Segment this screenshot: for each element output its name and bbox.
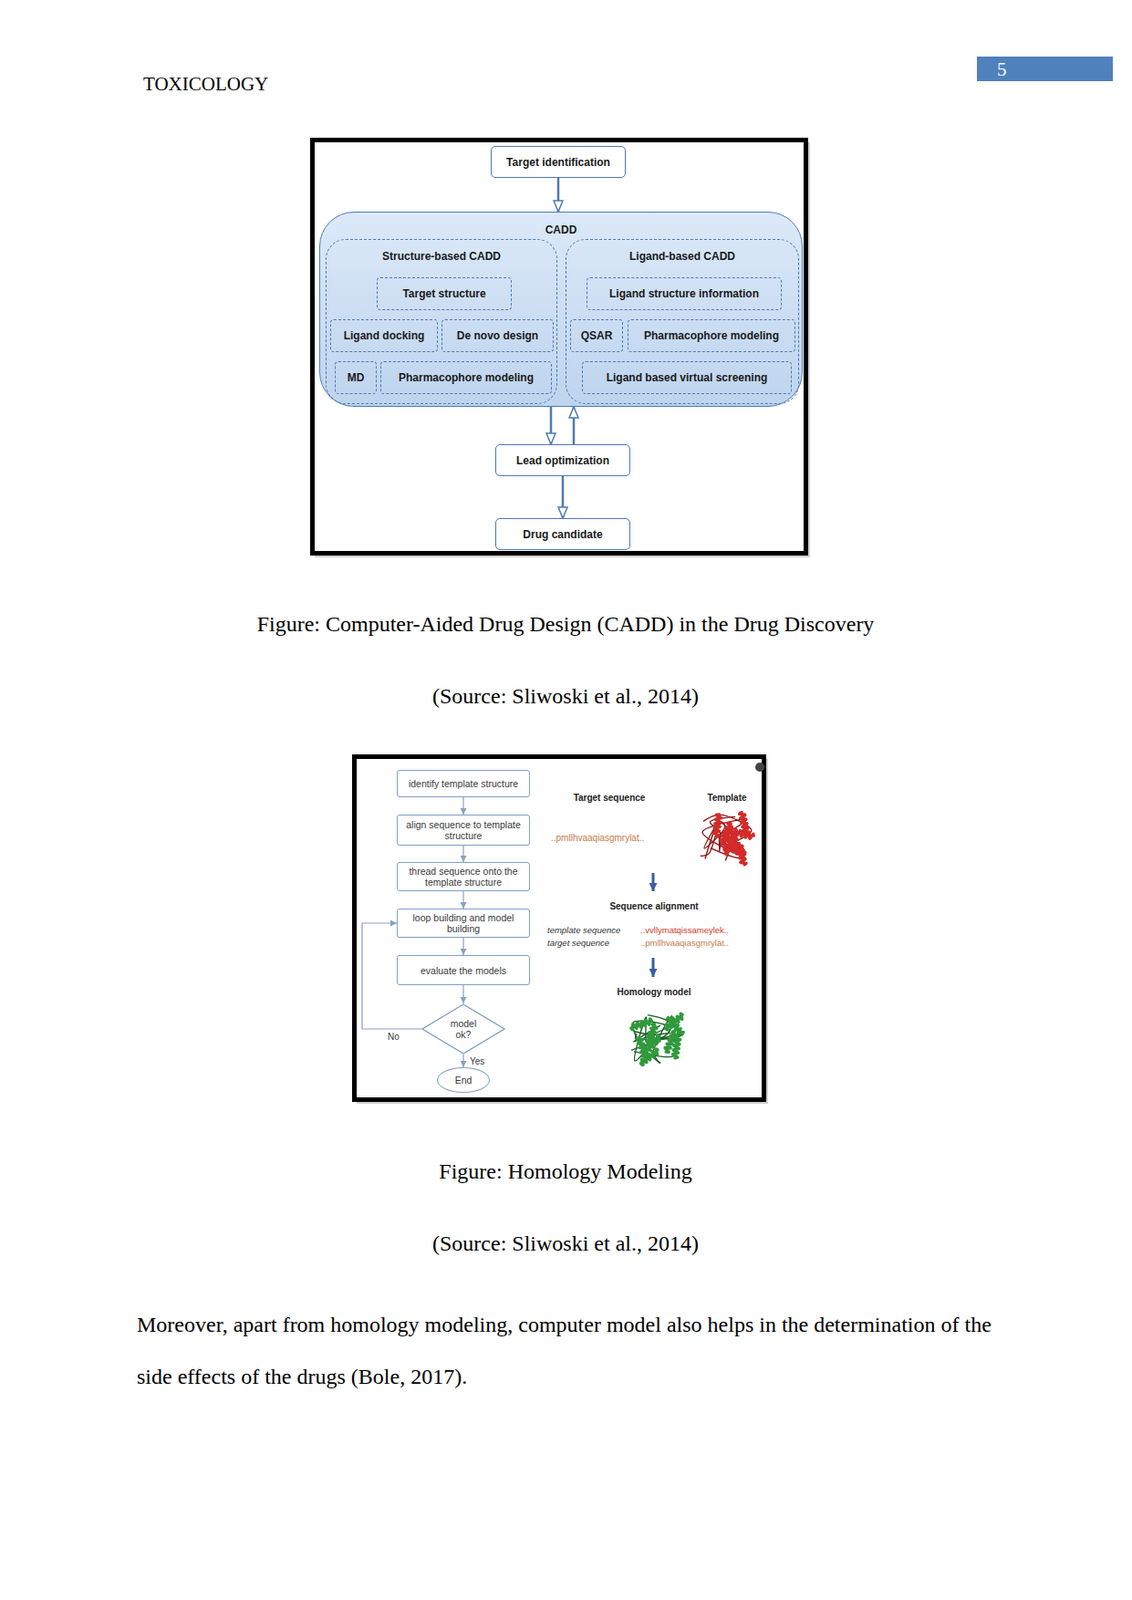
node-text: Ligand structure information (609, 287, 759, 301)
protein-helix (631, 1018, 653, 1030)
step-box: thread sequence onto the template struct… (396, 861, 530, 892)
node-text: De novo design (456, 329, 539, 343)
protein-helix (739, 811, 750, 833)
body-paragraph: Moreover, apart from homology modeling, … (136, 1298, 1002, 1403)
figure-caption: Figure: Homology Modeling (438, 1158, 692, 1185)
method-box: MD (334, 361, 377, 395)
decision-diamond: model ok? (421, 1003, 506, 1055)
edge-label: No (386, 1031, 401, 1042)
protein-helix (672, 1036, 680, 1059)
node-text: End (455, 1074, 473, 1086)
protein-model-image (631, 1013, 685, 1065)
step-box: loop building and model building (396, 908, 530, 938)
method-box: Pharmacophore modeling (380, 361, 552, 395)
node-text: Ligand based virtual screening (606, 371, 769, 385)
node-text: Target structure (402, 287, 486, 301)
panel-label: Homology model (616, 986, 691, 998)
running-header: TOXICOLOGY (143, 72, 269, 96)
group-heading: Ligand-based CADD (566, 249, 799, 263)
page-number: 5 (996, 58, 1008, 82)
protein-helix (713, 814, 721, 837)
panel-label: Sequence alignment (609, 901, 698, 913)
page-number-bar (976, 56, 1113, 82)
sequence-name: target sequence (547, 937, 610, 948)
node-text: Target identification (506, 155, 611, 169)
process-box: Drug candidate (495, 518, 631, 551)
figure-frame (312, 140, 807, 554)
figure-caption: Figure: Computer-Aided Drug Design (CADD… (257, 611, 875, 638)
step-box: evaluate the models (396, 955, 530, 986)
node-text: Pharmacophore modeling (398, 371, 534, 385)
sequence-text: ..vvllymatqissameylek.. (640, 924, 729, 935)
step-connector (462, 985, 464, 1004)
protein-helix (645, 1024, 657, 1046)
method-box: Ligand docking (330, 319, 438, 353)
flow-arrow (561, 476, 565, 519)
node-text: evaluate the models (420, 965, 507, 977)
step-box: align sequence to template structure (396, 814, 530, 846)
protein-template-image (700, 811, 755, 864)
corner-dot (755, 762, 765, 772)
step-connector (462, 1054, 464, 1068)
node-text: model ok? (445, 1017, 482, 1040)
node-text: thread sequence onto the template struct… (403, 865, 524, 888)
method-box: De novo design (441, 319, 554, 353)
edge-label: Yes (468, 1056, 486, 1067)
sequence-name: template sequence (547, 924, 621, 935)
process-box: Target identification (490, 145, 626, 178)
node-text: MD (347, 371, 365, 385)
node-text: identify template structure (408, 778, 519, 790)
node-text: loop building and model building (403, 912, 524, 935)
method-box: Ligand structure information (586, 277, 782, 311)
node-text: Ligand docking (343, 329, 426, 343)
node-text: Drug candidate (522, 528, 603, 541)
protein-helix (666, 1017, 684, 1035)
flow-arrow (572, 406, 576, 445)
step-box: identify template structure (396, 769, 530, 798)
terminal-ellipse: End (436, 1067, 490, 1093)
method-box: Ligand based virtual screening (581, 361, 792, 395)
panel-label: Template (706, 792, 747, 804)
figure-frame (354, 757, 765, 1101)
group-heading: Structure-based CADD (326, 249, 557, 263)
sequence-text: ..pmllhvaaqiasgmrylat.. (640, 937, 729, 948)
panel-label: Target sequence (573, 792, 646, 804)
group-heading: CADD (320, 223, 802, 237)
sequence-text: ..pmllhvaaqiasgmrylat.. (550, 832, 644, 844)
method-group: Structure-based CADD Target structureLiga… (325, 238, 558, 405)
step-connector (462, 797, 464, 815)
method-box: Pharmacophore modeling (627, 319, 796, 353)
node-text: Lead optimization (516, 454, 610, 468)
step-connector (462, 937, 464, 956)
figure-source: (Source: Sliwoski et al., 2014) (432, 683, 699, 710)
flow-arrow (557, 177, 561, 212)
diamond-shape (422, 1004, 505, 1054)
protein-helix (640, 1048, 658, 1066)
flow-arrow (550, 406, 553, 445)
flow-arrow (652, 872, 655, 892)
process-box: Lead optimization (495, 444, 631, 477)
method-box: QSAR (570, 319, 624, 353)
step-connector (462, 845, 464, 862)
method-group: Ligand-based CADD Ligand structure inform… (565, 238, 800, 405)
flow-arrow (652, 957, 655, 977)
figure-source: (Source: Sliwoski et al., 2014) (432, 1230, 699, 1257)
protein-helix (723, 832, 739, 852)
cadd-region: CADD Structure-based CADD Target structure… (319, 211, 803, 407)
node-text: QSAR (581, 329, 613, 343)
method-box: Target structure (376, 277, 512, 311)
node-text: Pharmacophore modeling (643, 329, 779, 343)
node-text: align sequence to template structure (403, 819, 524, 842)
step-connector (462, 891, 464, 909)
